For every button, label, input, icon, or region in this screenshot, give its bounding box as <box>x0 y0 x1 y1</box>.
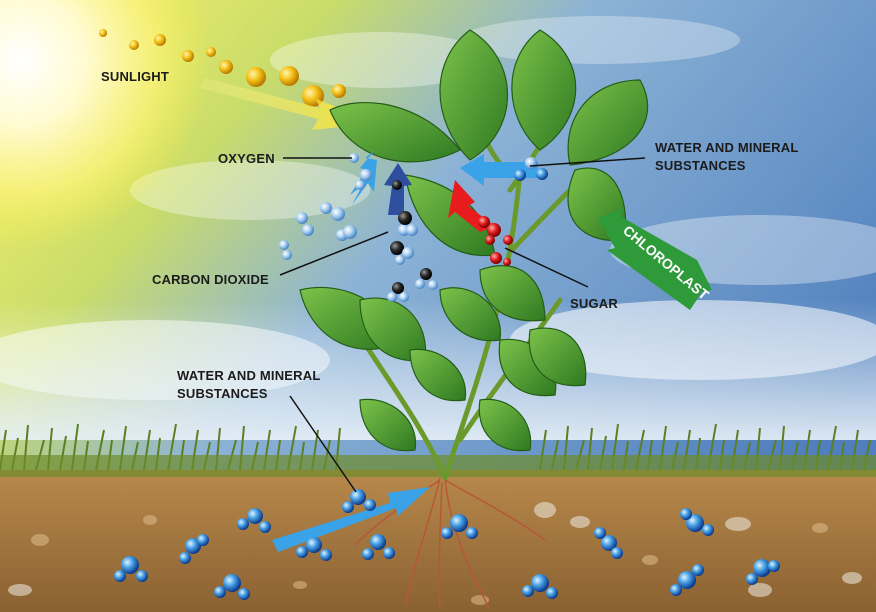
plant-leaves <box>299 29 649 452</box>
sugar-label: SUGAR <box>570 296 618 311</box>
water-bottom-label-line1: WATER AND MINERAL <box>177 368 321 383</box>
sugar-leader-line <box>504 247 589 288</box>
water-top-label-line1: WATER AND MINERAL <box>655 140 799 155</box>
co2-leader-line <box>279 231 389 276</box>
water-molecules-soil <box>114 489 780 600</box>
sunlight-label: SUNLIGHT <box>101 69 170 84</box>
oxygen-molecules <box>279 153 410 260</box>
oxygen-label: OXYGEN <box>218 151 275 166</box>
sun <box>0 0 210 250</box>
water-top-leader-line <box>529 157 646 167</box>
sugar-molecules <box>478 216 513 266</box>
plant-roots <box>354 477 546 611</box>
water-top-label-line2: SUBSTANCES <box>655 158 746 173</box>
water-arrow-soil <box>272 487 430 552</box>
water-bottom-leader-line <box>289 395 357 493</box>
co2-molecules <box>387 180 438 302</box>
carbon-dioxide-label: CARBON DIOXIDE <box>152 272 269 287</box>
soil <box>0 470 876 612</box>
leader-lines <box>279 157 646 493</box>
water-bottom-label-line2: SUBSTANCES <box>177 386 268 401</box>
